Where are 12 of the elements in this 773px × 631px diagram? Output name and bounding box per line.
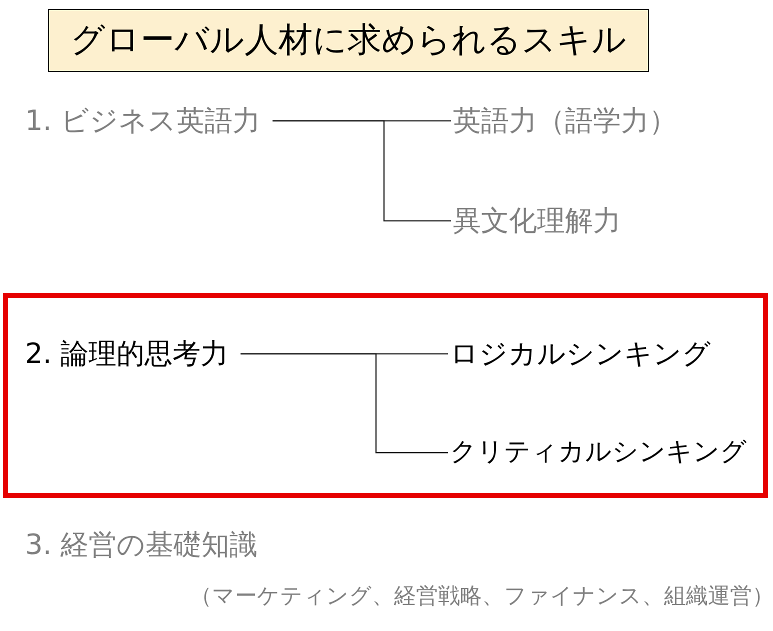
connector-line <box>240 353 448 454</box>
list-item: クリティカルシンキング <box>450 437 747 468</box>
list-item: 異文化理解力 <box>453 204 621 238</box>
list-item: 1. ビジネス英語力 <box>25 104 261 138</box>
list-item: ロジカルシンキング <box>450 337 711 371</box>
list-item: 英語力（語学力） <box>453 104 677 138</box>
heading-box: グローバル人材に求められるスキル <box>48 9 649 72</box>
list-item: 3. 経営の基礎知識 <box>25 528 258 562</box>
note-text: （マーケティング、経営戦略、ファイナンス、組織運営） <box>190 584 773 610</box>
connector-line <box>272 120 451 222</box>
list-item: 2. 論理的思考力 <box>25 337 229 371</box>
highlight-frame <box>3 293 768 498</box>
